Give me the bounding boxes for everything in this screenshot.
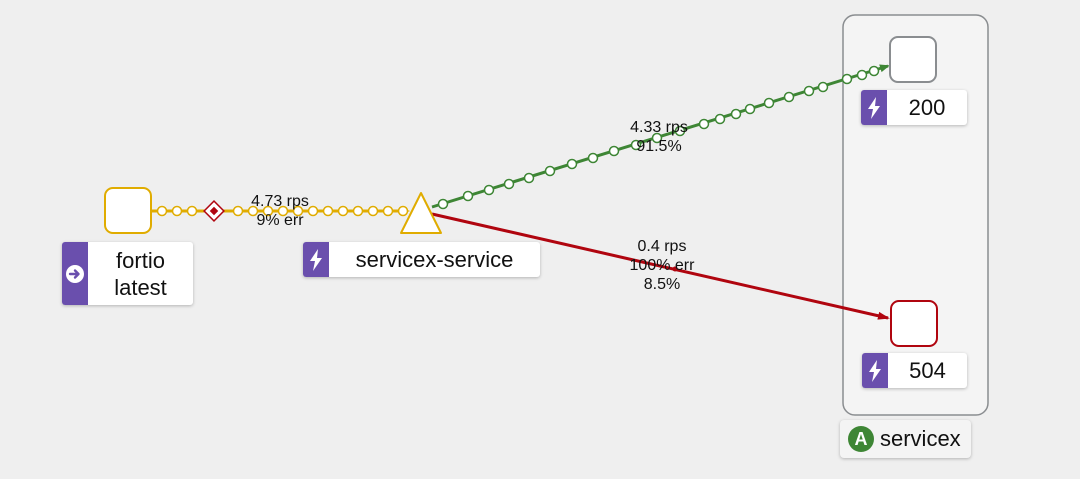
edge-rps: 0.4 rps [637,238,687,255]
node-label-fortio[interactable]: fortio latest [62,242,193,305]
node-servicex-service[interactable] [400,192,442,234]
node-label-504[interactable]: 504 [862,353,967,388]
arrow-right-circle-icon [66,264,84,283]
node-workload-504[interactable] [890,300,938,347]
app-badge-icon: A [848,426,874,452]
node-label-servicex-service[interactable]: servicex-service [303,242,540,277]
node-workload-200[interactable] [889,36,937,83]
edge-traffic-dots [156,205,409,217]
edge-label-service-to-200: 4.33 rps 91.5% [614,118,704,156]
edge-rps: 4.73 rps [251,193,309,210]
badge-service [862,353,888,388]
node-label-200[interactable]: 200 [861,90,967,125]
edge-fortio-to-service[interactable] [152,200,410,222]
group-name: servicex [880,426,961,451]
edge-service-to-200[interactable] [431,64,890,210]
edge-service-to-504[interactable] [431,212,890,320]
lightning-bolt-icon [869,359,881,382]
badge-service [861,90,887,125]
edge-error-rate: 9% err [256,212,304,229]
node-name: servicex-service [355,247,514,272]
node-fortio[interactable] [104,187,152,234]
group-label-servicex[interactable]: A servicex [840,420,971,458]
edge-label-service-to-504: 0.4 rps 100% err 8.5% [612,237,712,294]
edge-percentage: 91.5% [636,138,682,155]
edge-label-fortio-to-service: 4.73 rps 9% err [235,192,325,230]
lightning-bolt-icon [310,248,322,271]
edge-percentage: 8.5% [643,276,681,293]
node-version: latest [114,274,167,300]
node-name: fortio [116,247,165,273]
badge-app [62,242,88,305]
error-diamond-icon [203,200,225,222]
edge-rps: 4.33 rps [630,119,688,136]
node-name: 200 [908,95,946,120]
edge-traffic-dot [672,266,678,272]
edge-error-rate: 100% err [629,257,695,274]
edge-traffic-dots [437,65,880,210]
badge-service [303,242,329,277]
node-name: 504 [909,358,946,383]
lightning-bolt-icon [868,96,880,119]
